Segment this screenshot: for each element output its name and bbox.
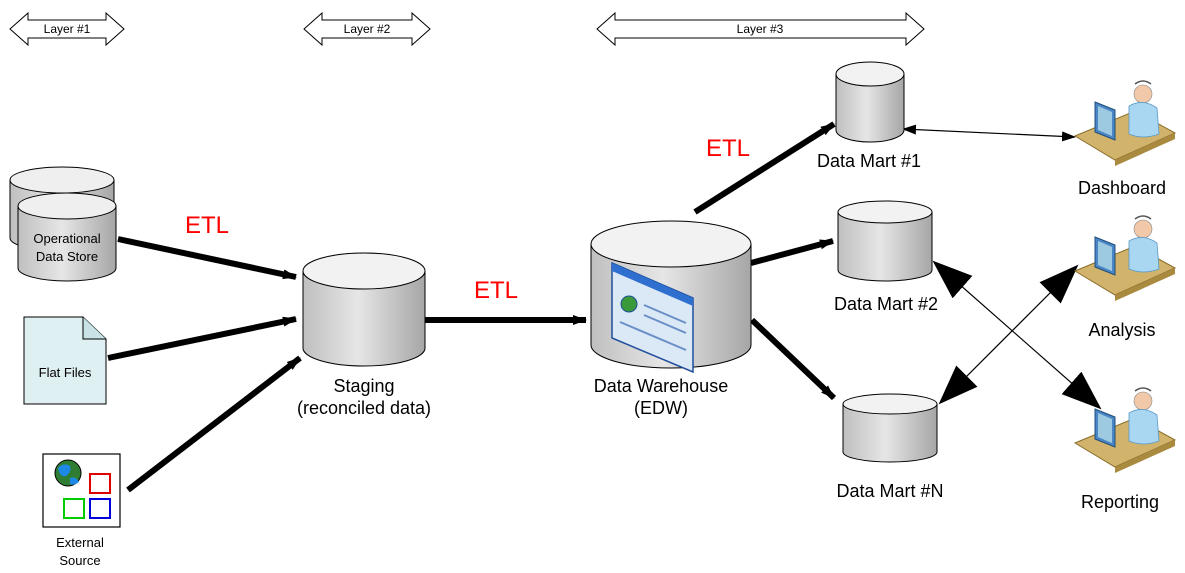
flat-files-label: Flat Files <box>39 365 92 380</box>
reporting-label: Reporting <box>1081 492 1159 512</box>
arrow-warehouse-to-martN <box>749 317 837 401</box>
arrow-ods-to-staging <box>117 236 297 280</box>
layer-1-label: Layer #1 <box>44 22 91 36</box>
staging-label-line2: (reconciled data) <box>297 398 431 418</box>
warehouse-label-line2: (EDW) <box>634 398 688 418</box>
arrow-external-to-staging <box>126 355 302 493</box>
external-source-label-line2: Source <box>59 553 100 568</box>
data-mart-1-label: Data Mart #1 <box>817 151 921 171</box>
user-workstation-analysis-icon <box>1073 215 1177 301</box>
user-workstation-reporting-icon <box>1073 387 1177 473</box>
etl-label-sources: ETL <box>185 212 229 239</box>
external-source-icon <box>42 453 121 528</box>
data-mart-n-database-icon <box>842 393 938 463</box>
arrow-mart1-dashboard <box>902 124 1076 142</box>
data-mart-2-database-icon <box>837 200 933 282</box>
arrow-warehouse-to-mart1 <box>693 121 836 215</box>
flat-file-icon <box>23 316 107 405</box>
layer-2-label: Layer #2 <box>344 22 391 36</box>
ods-label-line1: Operational <box>33 231 100 246</box>
arrow-martN-analysis <box>938 264 1079 405</box>
layer-2-arrow: Layer #2 <box>303 11 431 47</box>
layer-1-arrow: Layer #1 <box>9 11 125 47</box>
layer-3-arrow: Layer #3 <box>596 11 925 47</box>
ods-label-line2: Data Store <box>36 249 98 264</box>
operational-data-store-icon <box>9 166 117 282</box>
user-workstation-dashboard-icon <box>1073 80 1177 166</box>
etl-label-marts: ETL <box>706 135 750 162</box>
data-mart-2-label: Data Mart #2 <box>834 294 938 314</box>
staging-database-icon <box>302 252 426 367</box>
dashboard-label: Dashboard <box>1078 178 1166 198</box>
flow-arrows <box>107 121 837 493</box>
data-mart-1-database-icon <box>835 61 905 143</box>
layer-3-label: Layer #3 <box>737 22 784 36</box>
browser-window-icon <box>611 261 694 374</box>
arrow-warehouse-to-mart2 <box>750 238 834 266</box>
warehouse-label-line1: Data Warehouse <box>594 376 728 396</box>
analysis-label: Analysis <box>1088 320 1155 340</box>
consumer-arrows <box>902 124 1102 410</box>
etl-label-staging: ETL <box>474 277 518 304</box>
data-mart-n-label: Data Mart #N <box>836 481 943 501</box>
staging-label-line1: Staging <box>333 376 394 396</box>
arrow-mart2-reporting <box>932 260 1102 410</box>
external-source-label-line1: External <box>56 535 104 550</box>
arrow-flatfiles-to-staging <box>107 316 297 361</box>
